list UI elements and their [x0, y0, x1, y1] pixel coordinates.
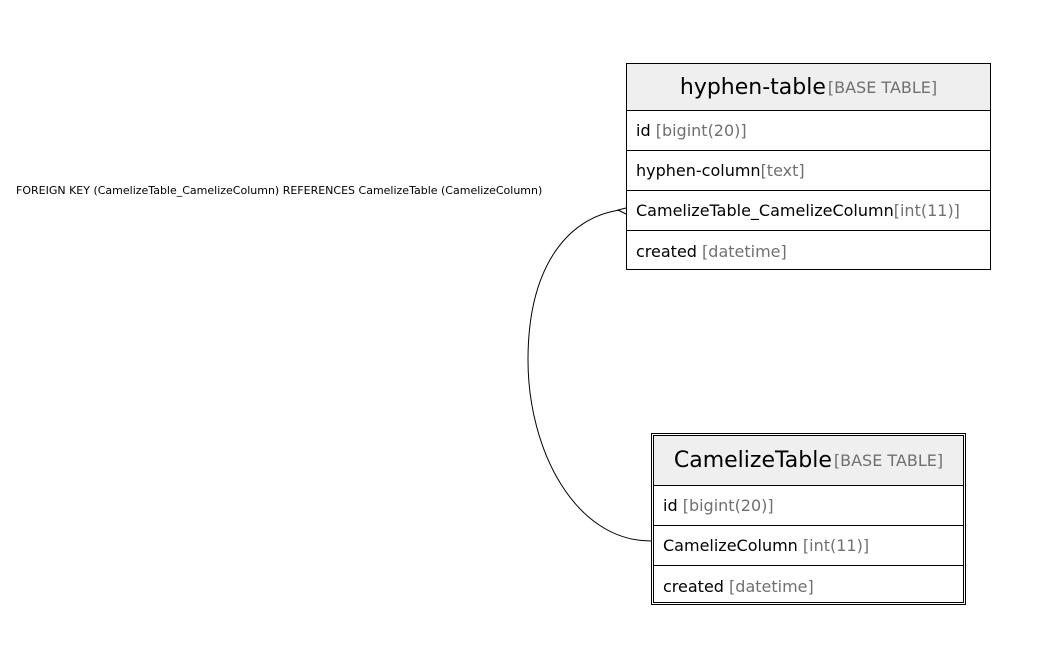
column-type: [text]: [760, 161, 805, 180]
column-name: id: [636, 121, 651, 140]
foreign-key-edge: [527, 209, 652, 542]
table-name: CamelizeTable: [673, 448, 832, 473]
table-header: hyphen-table [BASE TABLE]: [627, 64, 990, 111]
table-name: hyphen-table: [679, 74, 826, 100]
column-type: [bigint(20)]: [655, 121, 747, 140]
table-hyphen-table[interactable]: hyphen-table [BASE TABLE] id [bigint(20)…: [626, 63, 991, 270]
table-type: [BASE TABLE]: [827, 77, 938, 97]
column-row-hyphen-column[interactable]: hyphen-column[text]: [627, 151, 990, 191]
column-name: hyphen-column: [636, 161, 761, 180]
table-type: [BASE TABLE]: [833, 451, 944, 470]
column-type: [int(11)]: [802, 536, 870, 555]
column-name: CamelizeTable_CamelizeColumn: [636, 201, 894, 220]
table-header: CamelizeTable [BASE TABLE]: [654, 436, 963, 486]
column-type: [bigint(20)]: [682, 496, 774, 515]
column-type: [datetime]: [729, 576, 814, 596]
column-name: created: [663, 576, 724, 596]
edge-arrowhead: [616, 207, 627, 215]
column-row-created[interactable]: created [datetime]: [627, 231, 990, 271]
column-row-camelizecolumn[interactable]: CamelizeColumn [int(11)]: [654, 526, 963, 566]
column-name: created: [636, 241, 697, 261]
column-type: [int(11)]: [893, 201, 960, 220]
column-type: [datetime]: [702, 241, 787, 261]
column-row-created[interactable]: created [datetime]: [654, 566, 963, 606]
column-row-id[interactable]: id [bigint(20)]: [654, 486, 963, 526]
column-name: CamelizeColumn: [663, 536, 798, 555]
table-camelizetable[interactable]: CamelizeTable [BASE TABLE] id [bigint(20…: [651, 433, 966, 605]
foreign-key-label: FOREIGN KEY (CamelizeTable_CamelizeColum…: [16, 184, 543, 197]
column-name: id: [663, 496, 678, 515]
column-row-id[interactable]: id [bigint(20)]: [627, 111, 990, 151]
column-row-camelizetable-camelizecolumn[interactable]: CamelizeTable_CamelizeColumn[int(11)]: [627, 191, 990, 231]
